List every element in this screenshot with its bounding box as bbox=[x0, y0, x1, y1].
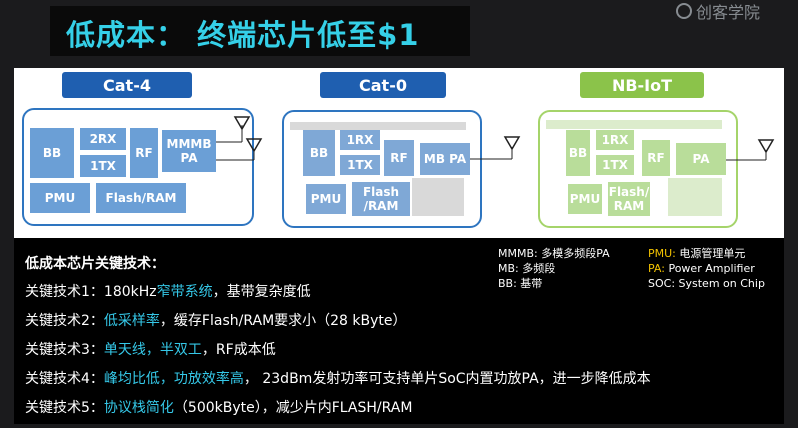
tech-line-1: 关键技术1：180kHz窄带系统，基带复杂度低 bbox=[25, 281, 311, 301]
legend-bb: BB: 基带 bbox=[498, 277, 543, 290]
cat0-antenna-icon bbox=[470, 136, 521, 160]
tech-2-highlight: 低采样率 bbox=[103, 313, 160, 329]
nbiot-tx-block: 1TX bbox=[596, 155, 634, 175]
nbiot-unused-right bbox=[668, 178, 722, 216]
cat0-rf-block: RF bbox=[384, 140, 414, 176]
title-bar bbox=[50, 6, 470, 56]
tech-2-suffix: ，缓存Flash/RAM要求小（28 kByte） bbox=[159, 313, 407, 329]
watermark-text: 创客学院 bbox=[696, 3, 761, 22]
nbiot-unused-top bbox=[546, 120, 722, 129]
slide-title: 低成本： 终端芯片低至$1 bbox=[66, 18, 420, 52]
cat4-rf-block: RF bbox=[130, 128, 158, 178]
cat0-tx-block: 1TX bbox=[340, 155, 380, 175]
tech-4-prefix: 关键技术4： bbox=[25, 371, 104, 387]
tech-line-2: 关键技术2：低采样率，缓存Flash/RAM要求小（28 kByte） bbox=[25, 310, 407, 330]
cat0-unused-right bbox=[412, 178, 464, 216]
cat4-rx-block: 2RX bbox=[80, 128, 126, 150]
cat0-rx-block: 1RX bbox=[340, 130, 380, 150]
cat4-memory-block: Flash/RAM bbox=[96, 183, 186, 213]
watermark-logo-icon bbox=[676, 3, 692, 19]
watermark: 创客学院 bbox=[676, 0, 760, 22]
tech-5-highlight: 协议栈简化 bbox=[103, 400, 174, 416]
tech-1-highlight: 窄带系统 bbox=[156, 284, 213, 300]
legend-soc: SOC: System on Chip bbox=[648, 276, 765, 291]
cat4-pmu-block: PMU bbox=[30, 183, 90, 213]
legend-pmu-text: 电源管理单元 bbox=[675, 247, 746, 260]
cat4-antenna-icon bbox=[216, 116, 263, 161]
nbiot-label: NB-IoT bbox=[580, 72, 704, 98]
legend-pmu-key: PMU: bbox=[648, 247, 676, 260]
nbiot-chip-box bbox=[538, 110, 738, 228]
nbiot-bb-block: BB bbox=[566, 130, 590, 176]
cat0-label: Cat-0 bbox=[320, 72, 446, 98]
nbiot-memory-block: Flash/ RAM bbox=[608, 182, 650, 216]
tech-5-suffix: （500kByte），减少片内FLASH/RAM bbox=[173, 400, 413, 416]
tech-3-suffix: ，RF成本低 bbox=[201, 342, 276, 358]
tech-4-suffix: ， 23dBm发射功率可支持单片SoC内置功放PA，进一步降低成本 bbox=[243, 371, 651, 387]
tech-line-5: 关键技术5：协议栈简化（500kByte），减少片内FLASH/RAM bbox=[25, 397, 412, 417]
tech-5-prefix: 关键技术5： bbox=[25, 400, 104, 416]
cat0-pmu-block: PMU bbox=[306, 184, 346, 214]
legend-soc-text: SOC: System on Chip bbox=[648, 277, 765, 290]
tech-2-prefix: 关键技术2： bbox=[25, 313, 104, 329]
cat4-pa-block: MMMB PA bbox=[162, 130, 216, 172]
nbiot-pmu-block: PMU bbox=[568, 184, 602, 214]
legend-mmmb: MMMB: 多模多频段PA bbox=[498, 247, 610, 260]
legend-pmu: PMU: 电源管理单元 bbox=[648, 246, 765, 261]
legend-pa-key: PA: bbox=[648, 262, 665, 275]
tech-4-highlight: 峰均比低，功放效率高 bbox=[103, 371, 244, 387]
legend-pa: PA: Power Amplifier bbox=[648, 261, 765, 276]
tech-panel bbox=[14, 238, 784, 424]
cat4-bb-block: BB bbox=[30, 128, 74, 178]
tech-1-suffix: ，基带复杂度低 bbox=[212, 284, 311, 300]
tech-line-3: 关键技术3：单天线，半双工，RF成本低 bbox=[25, 339, 276, 359]
legend-mb: MB: 多频段 bbox=[498, 262, 556, 275]
legend-pa-text: Power Amplifier bbox=[664, 262, 755, 275]
legend-terms: PMU: 电源管理单元 PA: Power Amplifier SOC: Sys… bbox=[648, 246, 765, 291]
nbiot-rx-block: 1RX bbox=[596, 130, 634, 150]
nbiot-rf-block: RF bbox=[642, 140, 670, 176]
cat0-pa-block: MB PA bbox=[420, 143, 470, 175]
tech-line-4: 关键技术4：峰均比低，功放效率高， 23dBm发射功率可支持单片SoC内置功放P… bbox=[25, 368, 651, 388]
cat0-bb-block: BB bbox=[303, 130, 335, 176]
nbiot-pa-block: PA bbox=[676, 143, 726, 175]
tech-heading: 低成本芯片关键技术： bbox=[25, 256, 165, 272]
cat0-chip-box bbox=[282, 110, 482, 228]
cat0-memory-block: Flash /RAM bbox=[352, 182, 410, 216]
tech-3-prefix: 关键技术3： bbox=[25, 342, 104, 358]
legend-abbreviations: MMMB: 多模多频段PA MB: 多频段 BB: 基带 bbox=[498, 246, 610, 291]
cat4-tx-block: 1TX bbox=[80, 155, 126, 177]
nbiot-antenna-icon bbox=[726, 139, 775, 161]
tech-3-highlight: 单天线，半双工 bbox=[103, 342, 202, 358]
cat4-chip-box bbox=[22, 108, 254, 226]
cat0-unused-top bbox=[290, 122, 466, 130]
tech-1-prefix: 关键技术1：180kHz bbox=[25, 284, 157, 300]
cat4-label: Cat-4 bbox=[62, 72, 192, 98]
